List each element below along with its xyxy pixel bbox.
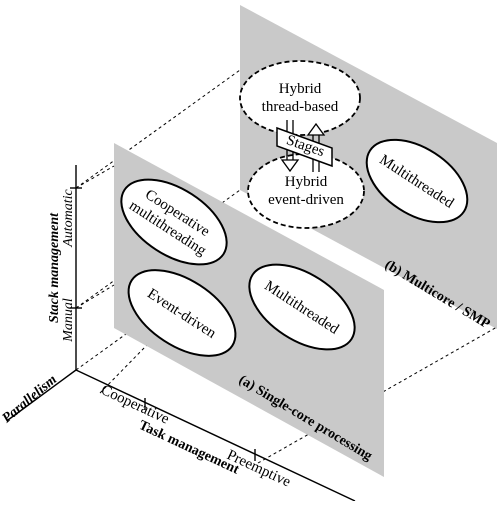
node-multicore-multithreaded: Multithreaded [365, 138, 469, 224]
tick-label-automatic: Automatic [61, 188, 76, 247]
guide-lines-mid [99, 249, 498, 464]
node-hybrid-event-driven-line1: Hybrid [285, 174, 328, 190]
axis-parallelism-title: Parallelism [0, 372, 60, 426]
node-hybrid-thread-based-line2: thread-based [262, 99, 339, 115]
guide-manual-front [75, 284, 115, 309]
node-single-core-multithreaded: Multithreaded [248, 263, 356, 351]
node-hybrid-event-driven: Hybrid event-driven [247, 153, 365, 229]
tick-label-manual: Manual [61, 298, 76, 343]
arrow-up-icon [306, 122, 326, 136]
guide-preemptive-axis [257, 326, 498, 464]
node-hybrid-thread-based-line1: Hybrid [279, 81, 322, 97]
axis-parallelism [7, 369, 77, 421]
node-event-driven: Event-driven [127, 269, 237, 357]
node-hybrid-thread-based: Hybrid thread-based [239, 60, 361, 136]
guide-lines-front [75, 165, 115, 309]
axis-task-management-title: Task management [136, 418, 241, 478]
guide-automatic-back [75, 69, 241, 189]
arrow-down-icon [280, 159, 300, 173]
node-hybrid-event-driven-line2: event-driven [268, 192, 344, 208]
axes [7, 165, 356, 502]
guide-automatic-front [75, 165, 115, 189]
axis-task-management [75, 369, 356, 502]
stages-box [276, 126, 333, 168]
axis-stack-management-title: Stack management [47, 212, 62, 323]
tick-label-cooperative: Cooperative [98, 382, 172, 428]
